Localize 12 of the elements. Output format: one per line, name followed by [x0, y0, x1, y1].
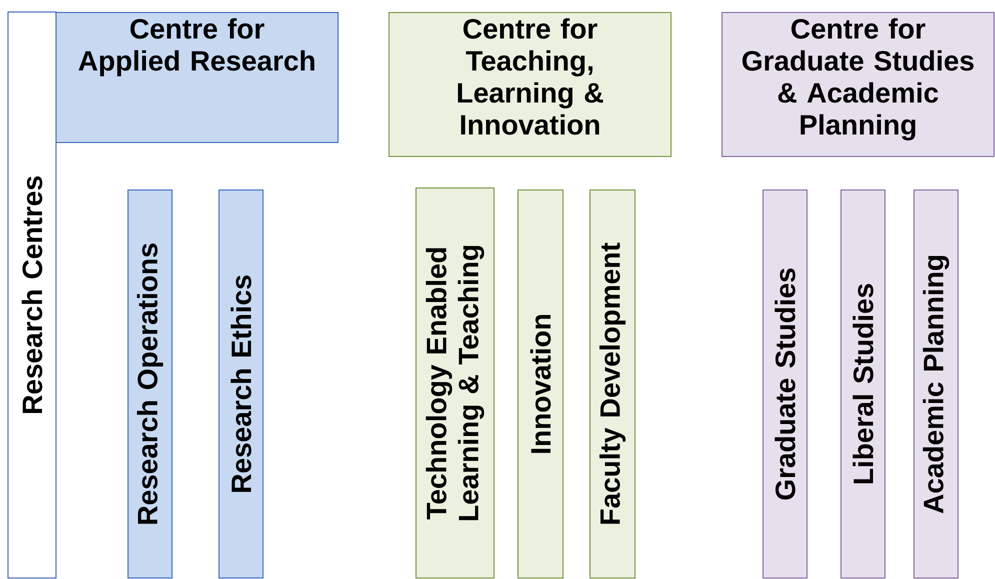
header-box: Centre for Teaching, Learning & Innovation	[388, 12, 672, 157]
column-box: Research Centres	[8, 12, 56, 578]
bar-box: Liberal Studies	[840, 190, 886, 578]
bar-box: Technology Enabled Learning & Teaching	[416, 188, 494, 578]
bar-box: Academic Planning	[914, 190, 958, 578]
bar-box: Research Ethics	[218, 190, 264, 578]
bar-box: Research Operations	[128, 190, 172, 578]
bar-box: Innovation	[518, 190, 564, 578]
header-box: Centre for Applied Research	[56, 12, 338, 143]
bar-box: Faculty Development	[590, 190, 636, 578]
bar-box: Graduate Studies	[762, 190, 808, 578]
header-box: Centre for Graduate Studies & Academic Planning	[722, 12, 995, 157]
